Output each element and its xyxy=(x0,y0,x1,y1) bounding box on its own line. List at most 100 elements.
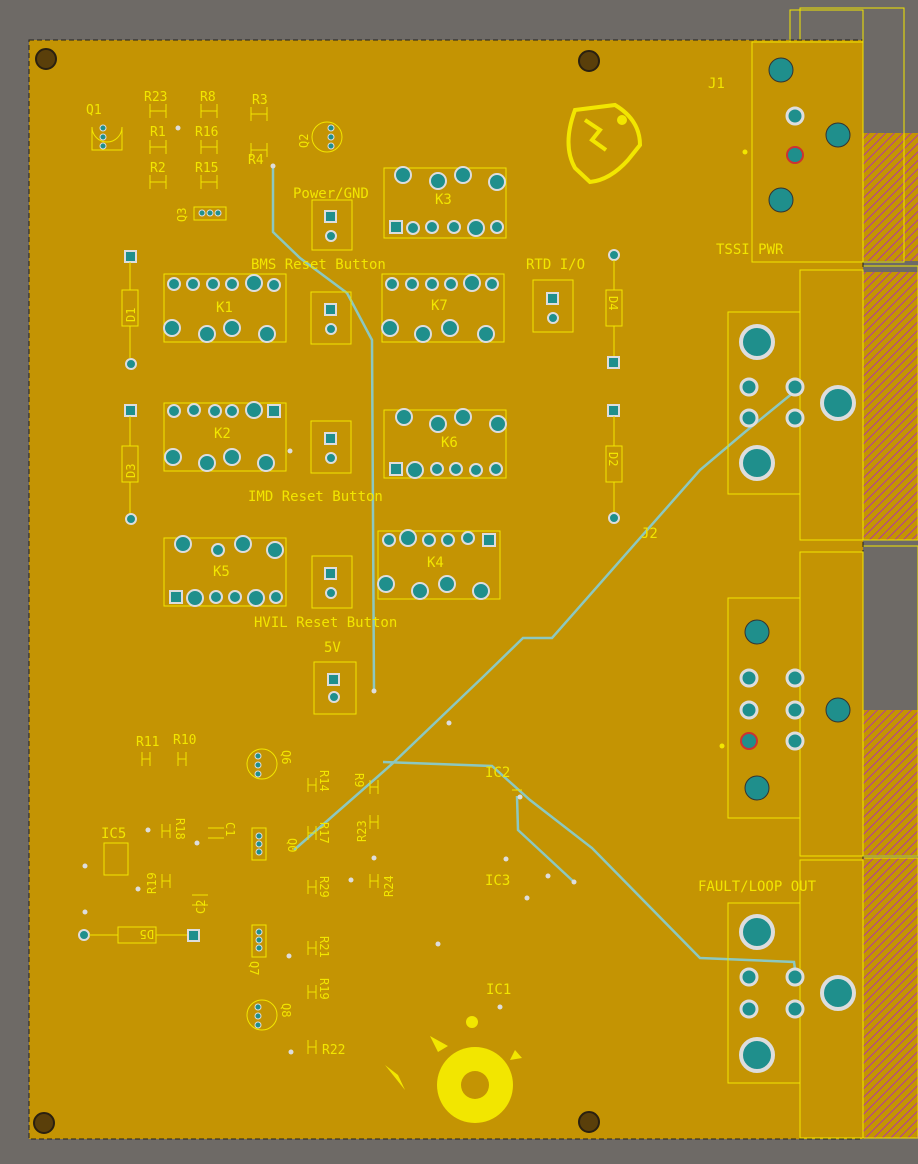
j2-label: J2 xyxy=(641,526,658,542)
capacitor-c1-label: C1 xyxy=(223,822,237,836)
trace xyxy=(293,391,795,851)
resistor-r23-label: R23 xyxy=(144,90,167,105)
rtd-io-header[interactable] xyxy=(532,279,574,333)
trace xyxy=(515,795,575,883)
capacitor-c2-label: C2 xyxy=(194,900,208,914)
trace xyxy=(382,760,798,977)
tssi-pwr-label: TSSI PWR xyxy=(716,242,784,258)
five-v-label: 5V xyxy=(324,640,341,656)
connector-hatch-zones xyxy=(799,7,918,1139)
relay-k6-label: K6 xyxy=(441,435,458,451)
ic5-label: IC5 xyxy=(101,826,126,842)
power-gnd-label: Power/GND xyxy=(293,186,369,202)
trace xyxy=(271,166,376,693)
fault-loop-out-label: FAULT/LOOP OUT xyxy=(698,879,817,895)
resistor-r14-label: R16 xyxy=(195,125,218,140)
transistor-q1[interactable] xyxy=(91,124,123,151)
relay-k1[interactable] xyxy=(163,273,287,343)
diode-d1[interactable] xyxy=(121,250,139,370)
relay-k7[interactable] xyxy=(381,273,505,343)
silkscreen-artwork xyxy=(385,1016,522,1123)
transistor-q6[interactable] xyxy=(246,748,278,780)
relay-k2[interactable] xyxy=(163,401,287,472)
relay-k4[interactable] xyxy=(377,529,501,600)
transistor-q0-label: Q0 xyxy=(285,838,299,852)
relay-k4-label: K4 xyxy=(427,555,444,571)
ic3-footprint[interactable] xyxy=(503,856,577,901)
connector-middle[interactable] xyxy=(719,551,864,857)
j1-label: J1 xyxy=(708,76,725,92)
relay-k2-label: K2 xyxy=(214,426,231,442)
ic1-footprint[interactable] xyxy=(435,941,503,1010)
resistor-r15-label: R17 xyxy=(317,822,331,844)
resistor-r3-label: R3 xyxy=(252,93,268,108)
mounting-hole xyxy=(35,48,57,70)
transistor-q6-label: Q6 xyxy=(279,750,293,764)
resistor-r24-label: R24 xyxy=(382,875,396,897)
resistor-r13-label: R15 xyxy=(195,161,218,176)
hvil-reset-label: HVIL Reset Button xyxy=(254,615,397,631)
resistor-r1-label: R1 xyxy=(150,125,166,140)
imd-reset-button[interactable] xyxy=(310,420,352,474)
header-5v[interactable] xyxy=(313,661,357,715)
relay-k3-label: K3 xyxy=(435,192,452,208)
relay-k5[interactable] xyxy=(163,535,287,607)
rooster-logo-icon xyxy=(566,102,643,185)
transistor-q2[interactable] xyxy=(311,121,343,153)
resistor-footprints-bottom xyxy=(141,752,379,1054)
diode-d4-label: D4 xyxy=(606,296,620,310)
resistor-r21-label: R21 xyxy=(317,936,331,958)
mounting-hole xyxy=(578,50,600,72)
header-power-gnd[interactable] xyxy=(311,199,353,251)
bms-reset-button[interactable] xyxy=(310,291,352,345)
resistor-r19-label: R22 xyxy=(322,1043,345,1058)
ic5-footprint[interactable] xyxy=(82,827,200,915)
resistor-r2-label: R2 xyxy=(150,161,166,176)
relay-k6[interactable] xyxy=(383,408,507,479)
transistor-q0[interactable] xyxy=(251,827,267,861)
ic2-label: IC2 xyxy=(485,765,510,781)
transistor-q3-label: Q3 xyxy=(175,208,189,222)
hvil-reset-button[interactable] xyxy=(311,555,353,609)
diode-d3-label: D3 xyxy=(124,464,138,478)
bms-reset-label: BMS Reset Button xyxy=(251,257,386,273)
mounting-holes xyxy=(33,48,600,1134)
diode-d3[interactable] xyxy=(121,404,139,525)
mounting-hole xyxy=(33,1112,55,1134)
rtd-io-label: RTD I/O xyxy=(526,257,585,273)
transistor-q8-label: Q8 xyxy=(279,1003,293,1017)
resistor-r29-label: R29 xyxy=(317,876,331,898)
diode-d5[interactable] xyxy=(78,926,200,944)
ic1-label: IC1 xyxy=(486,982,511,998)
transistor-q7[interactable] xyxy=(251,924,267,958)
connector-j1[interactable] xyxy=(742,9,864,263)
transistor-q2-label: Q2 xyxy=(297,134,311,148)
relay-k1-label: K1 xyxy=(216,300,233,316)
resistor-footprints-top xyxy=(149,104,268,189)
mounting-hole xyxy=(578,1111,600,1133)
resistor-r9-label: R9 xyxy=(352,773,366,787)
resistor-r17-label: R19 xyxy=(145,872,159,894)
connector-j2[interactable] xyxy=(727,269,864,541)
resistor-r4-label: R4 xyxy=(248,153,264,168)
relay-k3[interactable] xyxy=(383,166,507,239)
vias xyxy=(175,125,452,1055)
resistor-r11-label: R11 xyxy=(136,735,159,750)
transistor-q3[interactable] xyxy=(193,206,227,221)
resistor-r8-label: R8 xyxy=(200,90,216,105)
resistor-r16-label: R18 xyxy=(173,818,187,840)
diode-d2[interactable] xyxy=(605,404,623,524)
transistor-q7-label: Q7 xyxy=(247,961,261,975)
diode-d2-label: D2 xyxy=(606,452,620,466)
transistor-q8[interactable] xyxy=(246,999,278,1031)
relay-k5-label: K5 xyxy=(213,564,230,580)
ic2-footprint[interactable] xyxy=(512,789,523,800)
resistor-r18-label: R19 xyxy=(317,978,331,1000)
connector-fault-loop-out[interactable] xyxy=(727,859,864,1139)
diode-d1-label: D1 xyxy=(124,308,138,322)
resistor-r10-label: R10 xyxy=(173,733,196,748)
diode-d4[interactable] xyxy=(605,249,623,369)
transistor-q1-label: Q1 xyxy=(86,103,102,118)
